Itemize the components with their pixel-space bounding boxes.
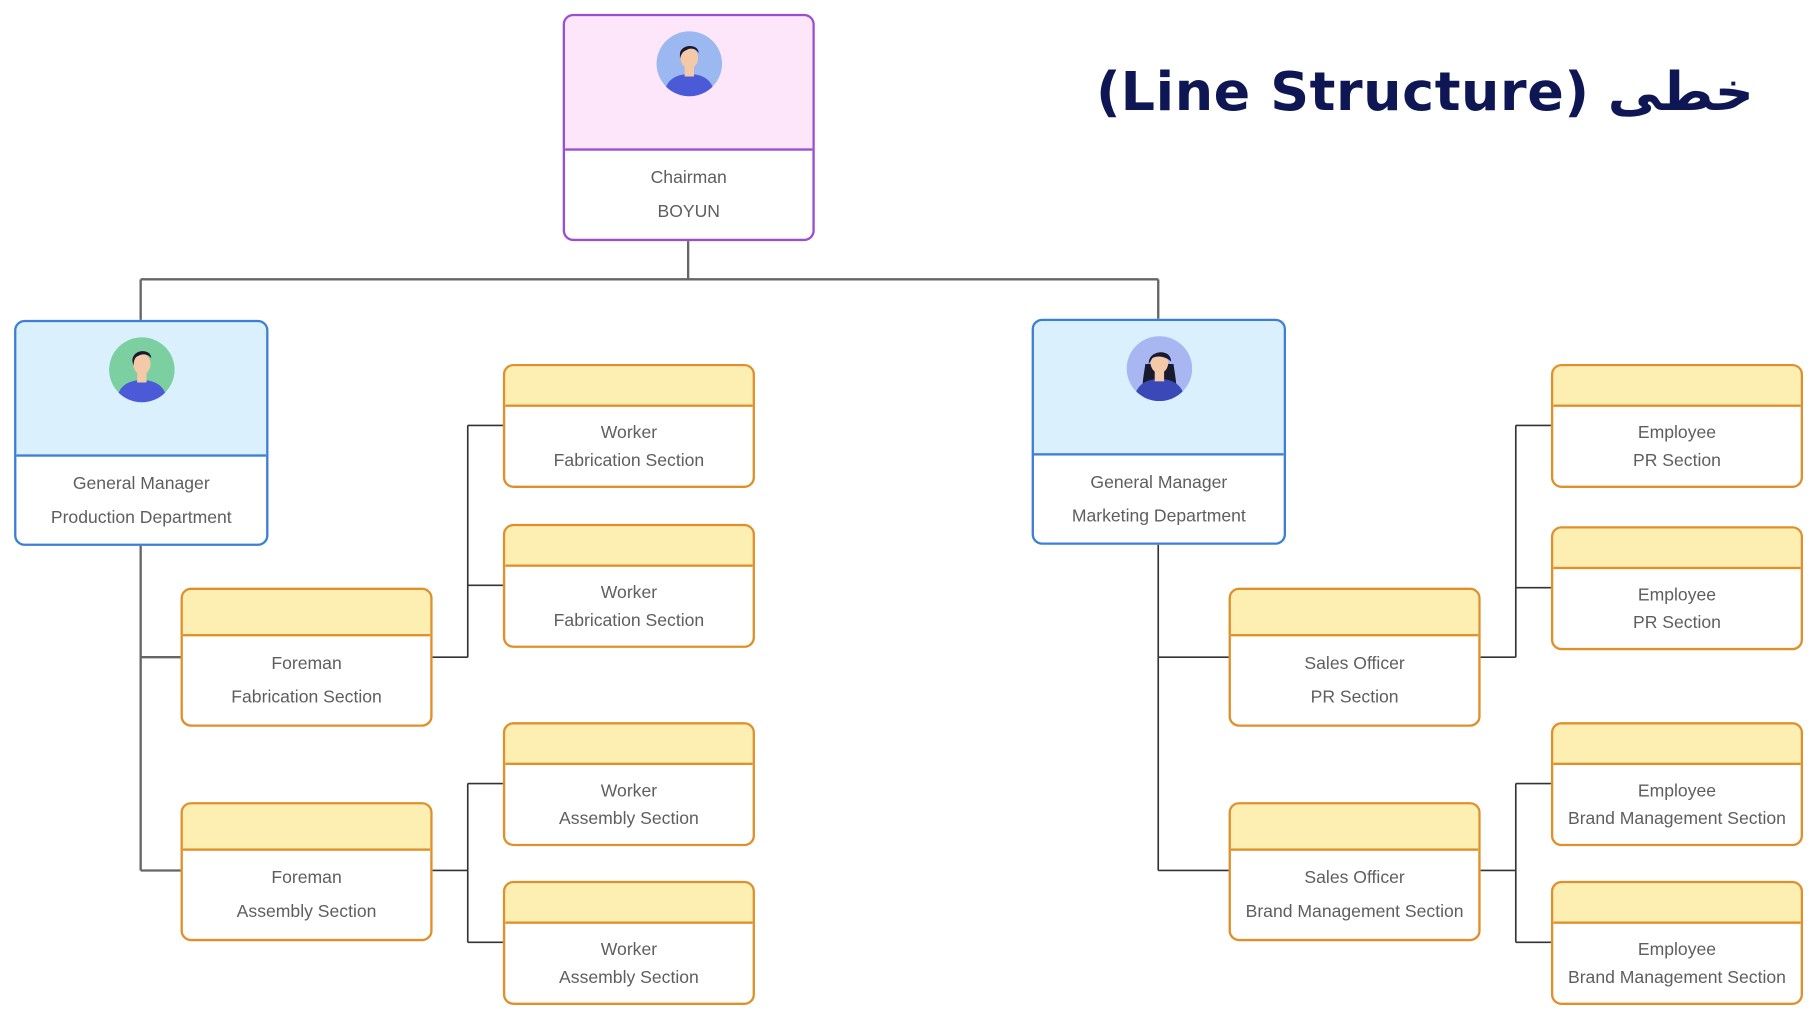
node-unit: Marketing Department xyxy=(1071,505,1246,526)
node-unit: Assembly Section xyxy=(559,967,699,987)
gm-production-node[interactable]: General Manager Production Department xyxy=(14,319,269,546)
node-body: Chairman BOYUN xyxy=(565,151,812,239)
node-header xyxy=(1033,321,1284,456)
node-unit: PR Section xyxy=(1310,687,1399,708)
worker-fabrication-node-1[interactable]: Worker Fabrication Section xyxy=(502,363,755,488)
connector-foreman-fabrication-to-workers xyxy=(432,424,503,659)
diagram-title: خطی (Line Structure) xyxy=(1096,60,1754,123)
node-header xyxy=(1553,724,1801,766)
node-header xyxy=(1553,528,1801,570)
node-role: General Manager xyxy=(72,473,210,494)
connector-production-to-foremen xyxy=(139,545,181,872)
node-body: Employee Brand Management Section xyxy=(1553,765,1800,844)
node-body: Worker Fabrication Section xyxy=(505,407,752,486)
node-header xyxy=(1230,804,1479,851)
connector-foreman-assembly-to-workers xyxy=(432,782,503,944)
gm-marketing-node[interactable]: General Manager Marketing Department xyxy=(1031,318,1287,545)
node-role: Employee xyxy=(1637,422,1717,443)
node-header xyxy=(1230,589,1479,637)
node-role: Employee xyxy=(1637,780,1717,801)
node-unit: Fabrication Section xyxy=(553,610,705,630)
node-header xyxy=(1553,366,1801,407)
node-unit: PR Section xyxy=(1632,450,1721,471)
node-header xyxy=(505,366,753,407)
node-role: Employee xyxy=(1637,584,1717,605)
male-avatar-icon xyxy=(655,31,722,97)
node-body: Foreman Assembly Section xyxy=(183,851,430,939)
node-unit: Brand Management Section xyxy=(1567,967,1786,987)
chairman-node[interactable]: Chairman BOYUN xyxy=(562,13,815,242)
node-unit: Production Department xyxy=(50,507,232,527)
node-header xyxy=(16,322,267,457)
node-body: Employee PR Section xyxy=(1553,407,1800,486)
node-role: Worker xyxy=(600,780,658,801)
node-body: Employee PR Section xyxy=(1553,569,1800,648)
foreman-fabrication-node[interactable]: Foreman Fabrication Section xyxy=(180,587,433,727)
node-body: Sales Officer Brand Management Section xyxy=(1231,851,1478,939)
node-header xyxy=(565,16,813,151)
node-header xyxy=(182,804,431,851)
node-unit: Brand Management Section xyxy=(1245,901,1464,922)
node-body: General Manager Production Department xyxy=(16,457,266,544)
foreman-assembly-node[interactable]: Foreman Assembly Section xyxy=(180,802,433,942)
node-header xyxy=(505,883,753,924)
node-header xyxy=(505,526,753,567)
node-role: Foreman xyxy=(271,653,342,674)
male-avatar-icon xyxy=(108,337,175,403)
node-role: Sales Officer xyxy=(1304,653,1405,674)
node-header xyxy=(505,724,753,766)
node-unit: Fabrication Section xyxy=(553,450,705,471)
connector-marketing-to-officers xyxy=(1157,544,1229,872)
node-role: Worker xyxy=(600,582,658,603)
connector-chairman-to-managers xyxy=(139,241,1160,320)
sales-officer-pr-node[interactable]: Sales Officer PR Section xyxy=(1228,587,1481,727)
node-role: Worker xyxy=(600,939,658,960)
node-role: General Manager xyxy=(1090,472,1228,493)
employee-pr-node-2[interactable]: Employee PR Section xyxy=(1550,526,1803,651)
employee-brand-node-2[interactable]: Employee Brand Management Section xyxy=(1550,880,1803,1005)
node-unit: Fabrication Section xyxy=(231,687,382,708)
worker-assembly-node-1[interactable]: Worker Assembly Section xyxy=(502,722,755,847)
node-body: Worker Fabrication Section xyxy=(505,567,752,646)
employee-pr-node-1[interactable]: Employee PR Section xyxy=(1550,363,1803,488)
node-role: Worker xyxy=(600,422,658,443)
node-header xyxy=(1553,883,1801,924)
connector-sales-brand-to-employees xyxy=(1480,782,1551,944)
node-header xyxy=(182,589,431,637)
node-body: Foreman Fabrication Section xyxy=(183,636,430,724)
node-body: Worker Assembly Section xyxy=(505,765,752,844)
connector-sales-pr-to-employees xyxy=(1480,424,1551,659)
female-avatar-icon xyxy=(1125,336,1192,402)
node-unit: Brand Management Section xyxy=(1567,808,1786,829)
node-body: Worker Assembly Section xyxy=(505,924,752,1003)
node-unit: PR Section xyxy=(1632,612,1721,633)
worker-assembly-node-2[interactable]: Worker Assembly Section xyxy=(502,880,755,1005)
node-body: Employee Brand Management Section xyxy=(1553,924,1800,1003)
node-name: BOYUN xyxy=(657,201,720,222)
node-role: Employee xyxy=(1637,939,1717,960)
node-role: Foreman xyxy=(271,868,342,888)
worker-fabrication-node-2[interactable]: Worker Fabrication Section xyxy=(502,523,755,648)
node-body: Sales Officer PR Section xyxy=(1231,636,1478,724)
node-unit: Assembly Section xyxy=(559,808,699,829)
node-unit: Assembly Section xyxy=(236,901,377,922)
node-body: General Manager Marketing Department xyxy=(1034,456,1284,543)
node-role: Sales Officer xyxy=(1304,868,1405,888)
sales-officer-brand-node[interactable]: Sales Officer Brand Management Section xyxy=(1228,802,1481,942)
node-role: Chairman xyxy=(650,168,727,188)
employee-brand-node-1[interactable]: Employee Brand Management Section xyxy=(1550,722,1803,847)
